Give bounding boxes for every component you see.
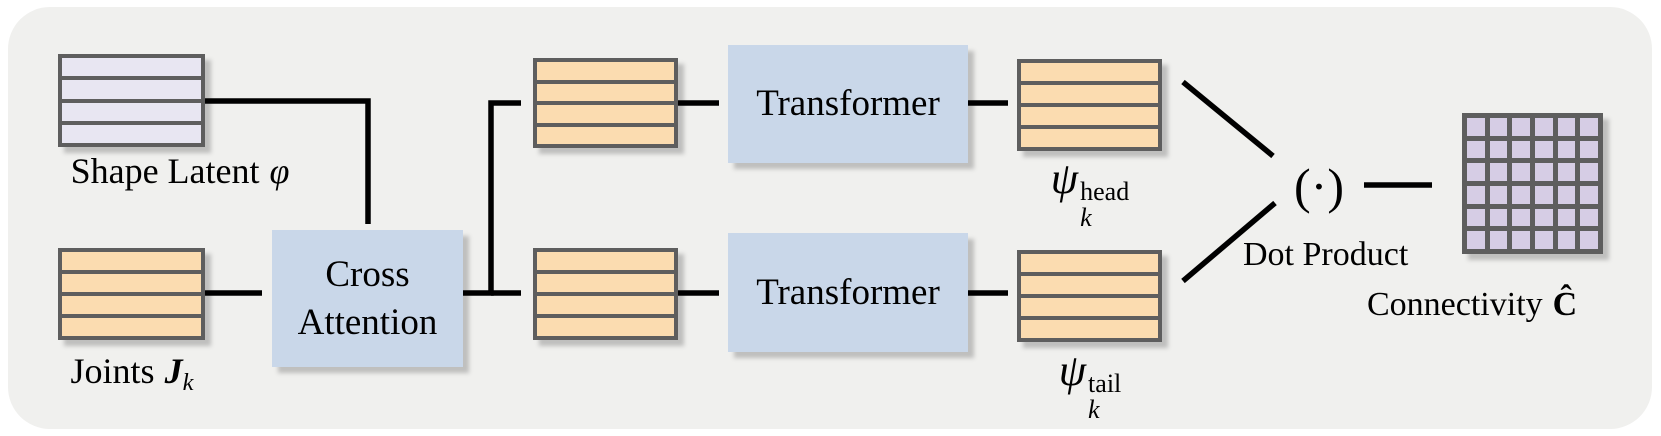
token-row bbox=[1021, 276, 1158, 294]
connectivity-cell bbox=[1489, 163, 1508, 181]
transformer-top-label: Transformer bbox=[756, 83, 940, 125]
token-row bbox=[62, 252, 201, 270]
connectivity-cell bbox=[1512, 208, 1530, 227]
connectivity-cell bbox=[1467, 185, 1485, 204]
dot-product-caption: Dot Product bbox=[1243, 236, 1409, 273]
connectivity-cell bbox=[1557, 208, 1576, 227]
connectivity-cell bbox=[1557, 163, 1576, 181]
token-row bbox=[62, 58, 201, 77]
token-row bbox=[62, 124, 201, 143]
fused-tokens-head-branch bbox=[533, 58, 678, 148]
connectivity-cell bbox=[1489, 208, 1508, 227]
joints-symbol: J bbox=[164, 351, 183, 391]
fused-tokens-tail-branch bbox=[533, 248, 678, 340]
connectivity-cell bbox=[1557, 231, 1576, 249]
token-row bbox=[537, 252, 674, 270]
psi-tail-symbol: ψ bbox=[1058, 346, 1087, 395]
token-row bbox=[1021, 298, 1158, 316]
token-row bbox=[1021, 85, 1158, 103]
token-row bbox=[537, 318, 674, 336]
connectivity-grid bbox=[1462, 113, 1603, 254]
psi-head-superscript: head bbox=[1080, 176, 1130, 206]
connectivity-cell bbox=[1534, 163, 1553, 181]
token-row bbox=[537, 274, 674, 292]
connectivity-cell bbox=[1512, 163, 1530, 181]
connectivity-cell bbox=[1557, 118, 1576, 136]
connectivity-cell bbox=[1557, 185, 1576, 204]
token-row bbox=[1021, 129, 1158, 147]
connectivity-cell bbox=[1534, 118, 1553, 136]
token-row bbox=[62, 274, 201, 292]
transformer-bottom-label: Transformer bbox=[756, 271, 940, 313]
cross-attention-block: Cross Attention bbox=[272, 230, 463, 367]
connectivity-cell bbox=[1489, 140, 1508, 159]
dot-product-operator: (·) bbox=[1294, 158, 1344, 214]
token-row bbox=[537, 126, 674, 144]
connectivity-cell bbox=[1557, 140, 1576, 159]
connectivity-cell bbox=[1512, 185, 1530, 204]
psi-tail-subscript: k bbox=[1088, 394, 1100, 424]
shape-latent-tokens bbox=[58, 54, 205, 147]
connectivity-cell bbox=[1580, 208, 1598, 227]
connectivity-cell bbox=[1467, 140, 1485, 159]
connectivity-cell bbox=[1467, 163, 1485, 181]
token-row bbox=[62, 80, 201, 99]
connectivity-cell bbox=[1580, 185, 1598, 204]
token-row bbox=[62, 102, 201, 121]
psi-tail-superscript: tail bbox=[1088, 368, 1122, 398]
cross-attention-label: Cross Attention bbox=[297, 254, 438, 343]
token-row bbox=[62, 296, 201, 314]
connectivity-cell bbox=[1580, 163, 1598, 181]
joints-tokens bbox=[58, 248, 205, 340]
connectivity-cell bbox=[1489, 118, 1508, 136]
connectivity-cell bbox=[1580, 231, 1598, 249]
phi-symbol: φ bbox=[269, 151, 290, 191]
transformer-bottom-block: Transformer bbox=[728, 233, 968, 352]
connectivity-cell bbox=[1512, 140, 1530, 159]
connectivity-cell bbox=[1580, 118, 1598, 136]
connectivity-cell bbox=[1534, 185, 1553, 204]
psi-tail-tokens bbox=[1017, 250, 1162, 342]
connectivity-cell bbox=[1580, 140, 1598, 159]
diagram-panel: Cross Attention Transformer Transformer … bbox=[8, 7, 1652, 429]
token-row bbox=[537, 105, 674, 123]
connectivity-cell bbox=[1489, 231, 1508, 249]
joints-caption-text: Joints bbox=[70, 351, 155, 391]
connectivity-cell bbox=[1534, 231, 1553, 249]
token-row bbox=[1021, 254, 1158, 272]
token-row bbox=[1021, 107, 1158, 125]
token-row bbox=[62, 318, 201, 336]
token-row bbox=[537, 296, 674, 314]
connectivity-cell bbox=[1467, 208, 1485, 227]
connectivity-cell bbox=[1534, 208, 1553, 227]
psi-head-subscript: k bbox=[1080, 202, 1092, 232]
connectivity-cell bbox=[1489, 185, 1508, 204]
connectivity-symbol: Ĉ bbox=[1552, 286, 1578, 323]
connectivity-cell bbox=[1512, 231, 1530, 249]
connectivity-cell bbox=[1467, 231, 1485, 249]
connectivity-cell bbox=[1467, 118, 1485, 136]
psi-head-symbol: ψ bbox=[1050, 154, 1079, 203]
transformer-top-block: Transformer bbox=[728, 45, 968, 163]
token-row bbox=[537, 62, 674, 80]
joints-subscript: k bbox=[182, 368, 194, 396]
token-row bbox=[1021, 63, 1158, 81]
psi-head-tokens bbox=[1017, 59, 1162, 151]
connectivity-cell bbox=[1534, 140, 1553, 159]
connectivity-cell bbox=[1512, 118, 1530, 136]
connectivity-caption-text: Connectivity bbox=[1367, 286, 1543, 323]
token-row bbox=[1021, 320, 1158, 338]
shape-latent-caption-text: Shape Latent bbox=[70, 151, 260, 191]
token-row bbox=[537, 83, 674, 101]
